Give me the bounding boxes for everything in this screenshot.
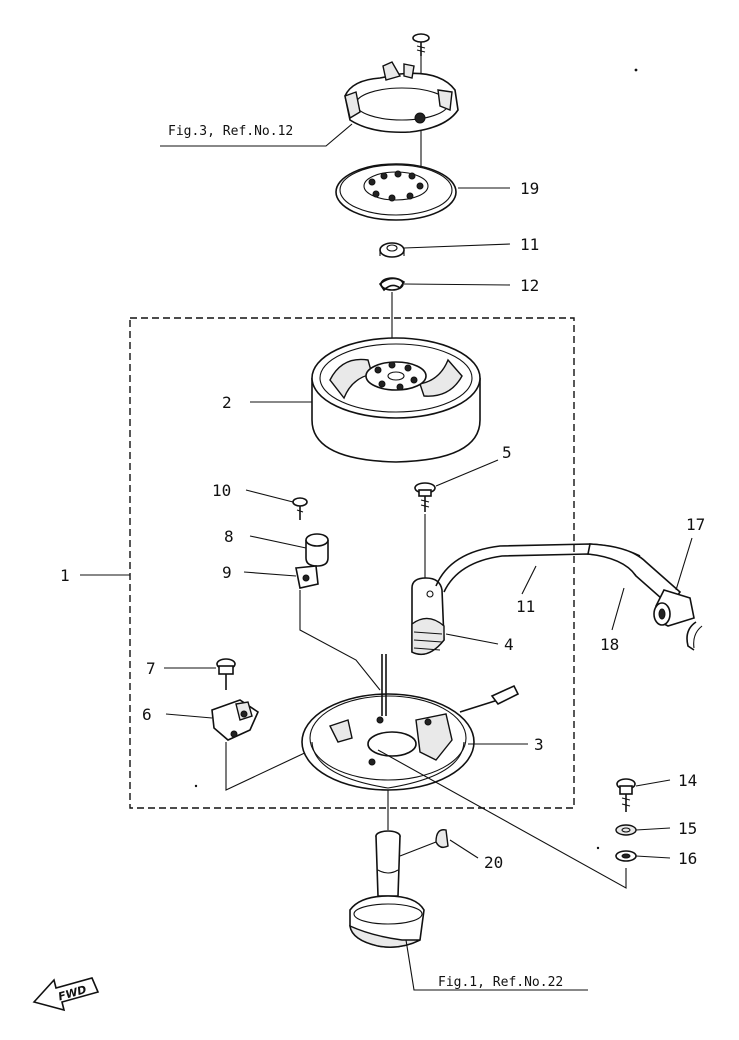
part-number-11: 11 bbox=[516, 597, 535, 616]
part-number-4: 4 bbox=[504, 635, 514, 654]
part-number-20: 20 bbox=[484, 853, 503, 872]
part-number-15: 15 bbox=[678, 819, 697, 838]
screw-5 bbox=[414, 482, 436, 512]
part-number-12: 11 bbox=[520, 235, 539, 254]
part-number-7: 7 bbox=[146, 659, 156, 678]
spring-washer-15 bbox=[615, 824, 637, 836]
part-number-18: 18 bbox=[600, 635, 619, 654]
reference-fig3-text: Fig.3, Ref.No.12 bbox=[168, 124, 293, 139]
screw-10 bbox=[292, 497, 308, 520]
reference-fig3: Fig.3, Ref.No.12 bbox=[160, 123, 353, 147]
flywheel-rotor-2 bbox=[311, 337, 481, 463]
plain-washer-16 bbox=[615, 850, 637, 862]
forward-arrow: FWD bbox=[32, 977, 100, 1012]
condenser-leader bbox=[299, 590, 381, 691]
breaker-leader bbox=[225, 741, 329, 791]
screw-7 bbox=[216, 658, 236, 690]
contact-breaker-6 bbox=[211, 699, 260, 741]
condenser-clamp-9 bbox=[295, 565, 319, 589]
base-bolt-leader bbox=[377, 749, 627, 889]
condenser-8 bbox=[305, 533, 329, 567]
part-number-3: 3 bbox=[534, 735, 544, 754]
magneto-assembly-box bbox=[129, 317, 575, 809]
reference-fig1-text: Fig.1, Ref.No.22 bbox=[438, 975, 563, 990]
part-number-5: 5 bbox=[502, 443, 512, 462]
part-number-1: 1 bbox=[60, 566, 70, 585]
top-screw bbox=[412, 33, 430, 56]
stator-base-plate-3 bbox=[301, 654, 520, 791]
woodruff-key-20 bbox=[435, 829, 449, 849]
part-number-9: 9 bbox=[222, 563, 232, 582]
speck bbox=[194, 784, 198, 788]
part-number-19: 19 bbox=[520, 179, 539, 198]
part-number-6: 6 bbox=[142, 705, 152, 724]
part-number-2: 2 bbox=[222, 393, 232, 412]
part-number-17: 17 bbox=[686, 515, 705, 534]
speck bbox=[634, 68, 638, 72]
part-number-14: 14 bbox=[678, 771, 697, 790]
part-number-13: 12 bbox=[520, 276, 539, 295]
nut-12 bbox=[379, 242, 405, 258]
charge-coil-4 bbox=[411, 577, 445, 656]
part-number-8: 8 bbox=[224, 527, 234, 546]
part-number-16: 16 bbox=[678, 849, 697, 868]
washer-13 bbox=[378, 277, 406, 292]
pulley-19 bbox=[335, 163, 457, 221]
crankshaft bbox=[349, 830, 425, 948]
speck bbox=[596, 846, 600, 850]
spark-plug-cap-17 bbox=[653, 589, 703, 651]
reference-fig3-leader bbox=[160, 123, 353, 147]
part-number-10: 10 bbox=[212, 481, 231, 500]
reference-fig1-leader bbox=[405, 939, 588, 991]
bolt-14 bbox=[616, 778, 636, 812]
starter-cup bbox=[344, 61, 459, 134]
